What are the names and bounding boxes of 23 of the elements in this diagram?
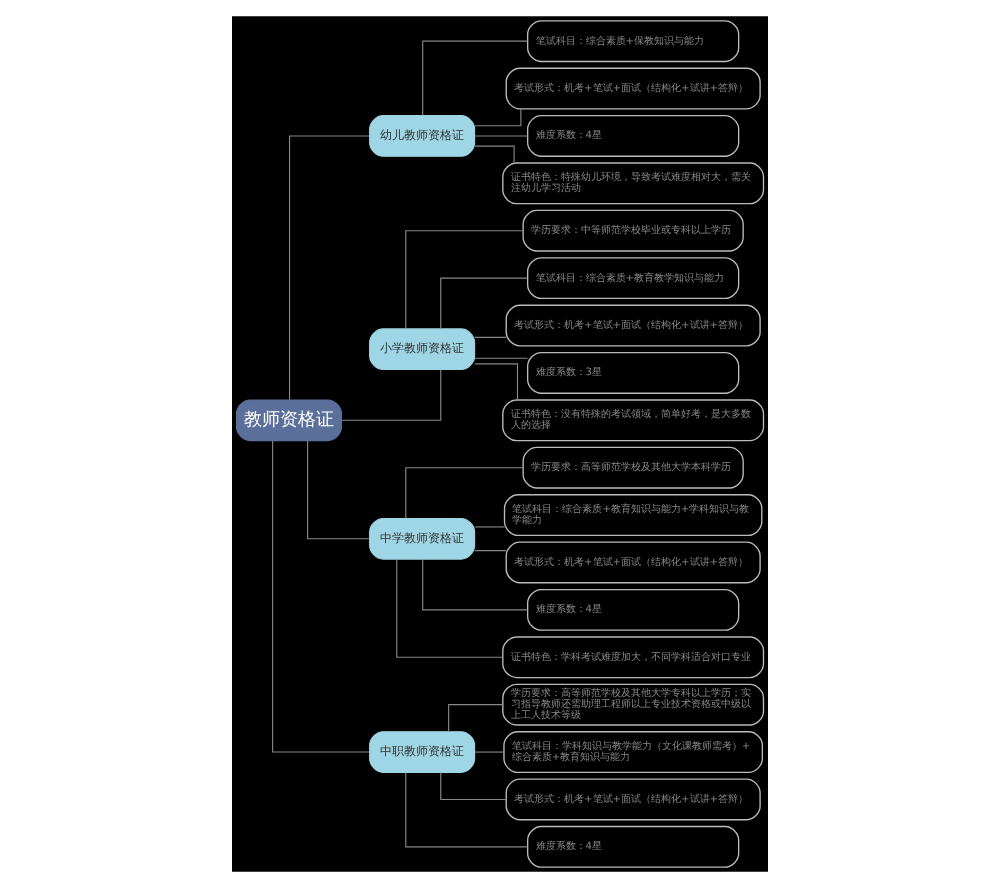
connector xyxy=(474,363,519,401)
connector xyxy=(474,145,515,164)
connector xyxy=(396,558,504,658)
connector xyxy=(474,108,522,127)
connector xyxy=(341,369,442,421)
connector xyxy=(474,135,529,137)
connector xyxy=(474,357,529,359)
connector xyxy=(289,135,370,401)
connector xyxy=(422,558,529,611)
connector xyxy=(405,230,524,330)
connector xyxy=(405,467,524,519)
node-box: 教师资格证 xyxy=(235,399,343,442)
connector xyxy=(440,277,528,330)
connector xyxy=(440,771,507,800)
connector xyxy=(272,440,370,753)
connector xyxy=(474,336,507,338)
connector xyxy=(474,751,505,753)
connector xyxy=(474,526,506,528)
connector xyxy=(448,704,504,733)
connector xyxy=(474,550,507,552)
connector xyxy=(422,40,529,116)
connector xyxy=(405,772,528,848)
connector xyxy=(307,440,371,540)
